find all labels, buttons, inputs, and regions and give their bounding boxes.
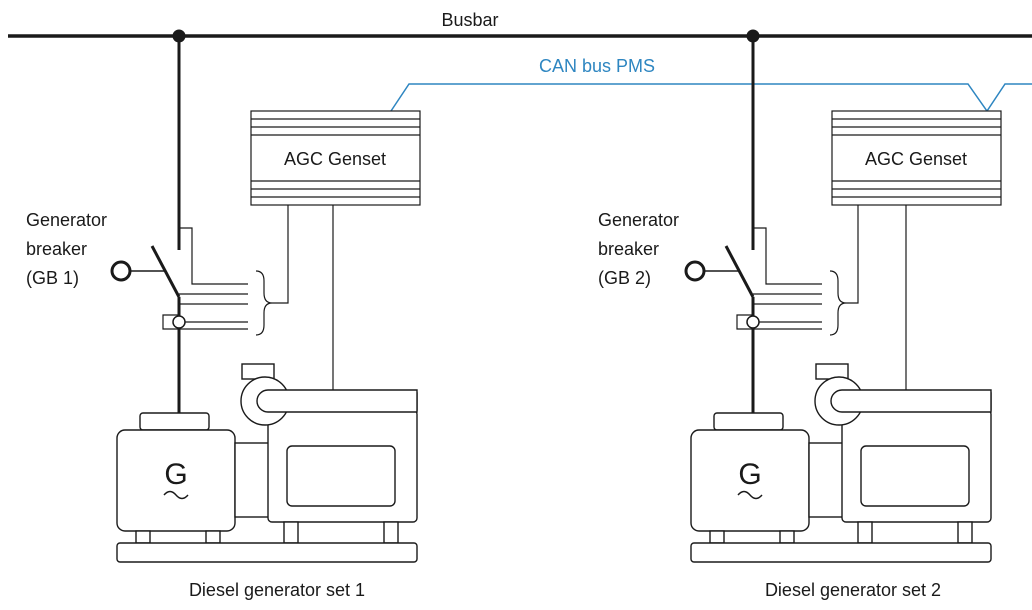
turbo-pipe-2 bbox=[830, 389, 992, 413]
genset-label-2: Diesel generator set 2 bbox=[765, 580, 941, 600]
mount-1b bbox=[205, 530, 221, 544]
mount-1c bbox=[283, 521, 299, 544]
busbar-label: Busbar bbox=[441, 10, 498, 30]
measurement-brace-1 bbox=[255, 270, 273, 336]
coupling-2 bbox=[808, 442, 844, 518]
coupling-1 bbox=[234, 442, 270, 518]
base-frame-1 bbox=[116, 542, 418, 563]
turbo-pipe-1 bbox=[256, 389, 418, 413]
diesel-generator-set-1 bbox=[116, 363, 418, 563]
mount-2c bbox=[857, 521, 873, 544]
generator-symbol-1: G bbox=[164, 458, 187, 491]
agc-controller-label-2: AGC Genset bbox=[865, 149, 967, 169]
breaker-actuator-knob-1 bbox=[110, 260, 132, 282]
can-bus-line bbox=[390, 83, 1032, 113]
agc-controller-label-1: AGC Genset bbox=[284, 149, 386, 169]
brace-to-controller-1 bbox=[272, 205, 289, 304]
breaker-blade-2 bbox=[724, 245, 755, 298]
measurement-wires-2 bbox=[736, 227, 822, 330]
mount-1d bbox=[383, 521, 399, 544]
base-frame-2 bbox=[690, 542, 992, 563]
measurement-wires-1 bbox=[162, 227, 248, 330]
breaker-actuator-knob-2 bbox=[684, 260, 706, 282]
mount-1a bbox=[135, 530, 151, 544]
breaker-blade-1 bbox=[150, 245, 181, 298]
can-bus-label: CAN bus PMS bbox=[539, 56, 655, 76]
ac-wave-icon-1 bbox=[163, 490, 189, 500]
brace-to-controller-2 bbox=[846, 205, 859, 304]
mount-2d bbox=[957, 521, 973, 544]
agc-controller-1 bbox=[250, 110, 421, 206]
generator-symbol-2: G bbox=[738, 458, 761, 491]
current-transformer-1 bbox=[172, 315, 186, 329]
mount-2a bbox=[709, 530, 725, 544]
genset-label-1: Diesel generator set 1 bbox=[189, 580, 365, 600]
current-transformer-2 bbox=[746, 315, 760, 329]
engine-panel-2 bbox=[860, 445, 970, 507]
ac-wave-icon-2 bbox=[737, 490, 763, 500]
measurement-brace-2 bbox=[829, 270, 847, 336]
generator-cap-2 bbox=[713, 412, 784, 431]
engine-panel-1 bbox=[286, 445, 396, 507]
diesel-generator-set-2 bbox=[690, 363, 992, 563]
generator-cap-1 bbox=[139, 412, 210, 431]
agc-controller-2 bbox=[831, 110, 1002, 206]
mount-2b bbox=[779, 530, 795, 544]
